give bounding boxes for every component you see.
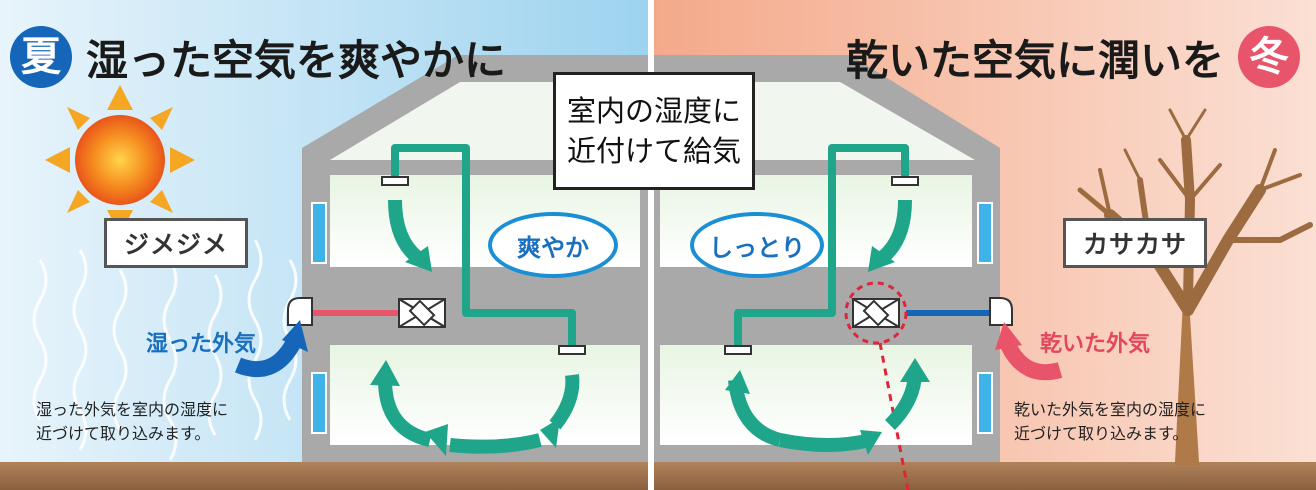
highlight-circle: [844, 281, 908, 345]
winter-title: 乾いた空気に潤いを: [845, 35, 1224, 85]
duct-left: [391, 144, 576, 347]
vent-grilles: [381, 176, 919, 355]
duct-right: [734, 144, 909, 347]
summer-outside-air-label: 湿った外気: [146, 332, 257, 357]
center-label-line2: 近付けて給気: [566, 134, 741, 168]
winter-badge: 冬: [1238, 26, 1300, 88]
summer-badge: 夏: [10, 26, 72, 88]
summer-header: 夏 湿った空気を爽やかに: [10, 22, 506, 92]
room-lower-right: [660, 345, 972, 445]
summer-intake-arrowhead: [282, 320, 308, 352]
ground-left: [0, 462, 648, 490]
winter-outside-air-label: 乾いた外気: [1040, 332, 1151, 357]
summer-note-line1: 湿った外気を室内の湿度に: [36, 400, 229, 419]
wall-hood-right: [989, 297, 1013, 326]
center-label-box: 室内の湿度に 近付けて給気: [553, 72, 755, 190]
circulation-arrowheads: [370, 246, 930, 456]
summer-note: 湿った外気を室内の湿度に 近づけて取り込みます。: [36, 398, 228, 446]
sun-icon: [45, 85, 195, 235]
winter-intake-arrowhead: [995, 322, 1022, 350]
winter-note-line1: 乾いた外気を室内の湿度に: [1014, 400, 1207, 419]
heat-exchanger-right: [852, 298, 900, 328]
ground-right: [654, 462, 1316, 490]
heat-exchanger-left: [398, 298, 446, 328]
winter-note: 乾いた外気を室内の湿度に 近づけて取り込みます。: [1014, 398, 1206, 446]
room-lower-left: [330, 345, 640, 445]
center-label-line1: 室内の湿度に: [566, 94, 741, 128]
winter-weather-word: カサカサ: [1063, 218, 1207, 268]
summer-room-oval: 爽やか: [488, 212, 618, 278]
winter-header: 乾いた空気に潤いを 冬: [846, 22, 1300, 92]
center-divider: [648, 0, 654, 490]
winter-room-oval: しっとり: [690, 212, 824, 278]
wall-hood-left: [287, 297, 313, 326]
summer-weather-word: ジメジメ: [104, 218, 248, 268]
summer-intake-arrow: [234, 336, 303, 377]
winter-intake-arrow: [1000, 341, 1063, 381]
winter-note-line2: 近づけて取り込みます。: [1014, 424, 1189, 443]
summer-title: 湿った空気を爽やかに: [86, 35, 507, 85]
summer-note-line2: 近づけて取り込みます。: [36, 424, 211, 443]
humidity-waves: [32, 239, 298, 461]
